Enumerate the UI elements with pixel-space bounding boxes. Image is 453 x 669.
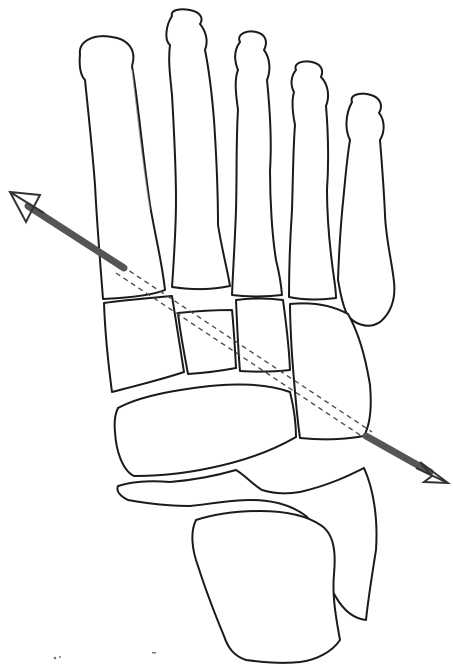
navicular — [115, 384, 296, 476]
fifth-toe-and-metatarsal — [338, 94, 394, 326]
scan-speck — [59, 656, 61, 658]
axis-arrow-shaft-distal — [366, 436, 430, 472]
hallux-phalanx-and-first-metatarsal — [80, 36, 165, 299]
fourth-toe-and-metatarsal — [289, 61, 336, 299]
scan-speck — [54, 657, 57, 660]
calcaneus — [192, 511, 340, 663]
second-toe-and-metatarsal — [166, 9, 230, 289]
third-toe-and-metatarsal — [232, 31, 282, 296]
lateral-cuneiform — [236, 299, 290, 372]
scan-speck — [152, 652, 156, 654]
